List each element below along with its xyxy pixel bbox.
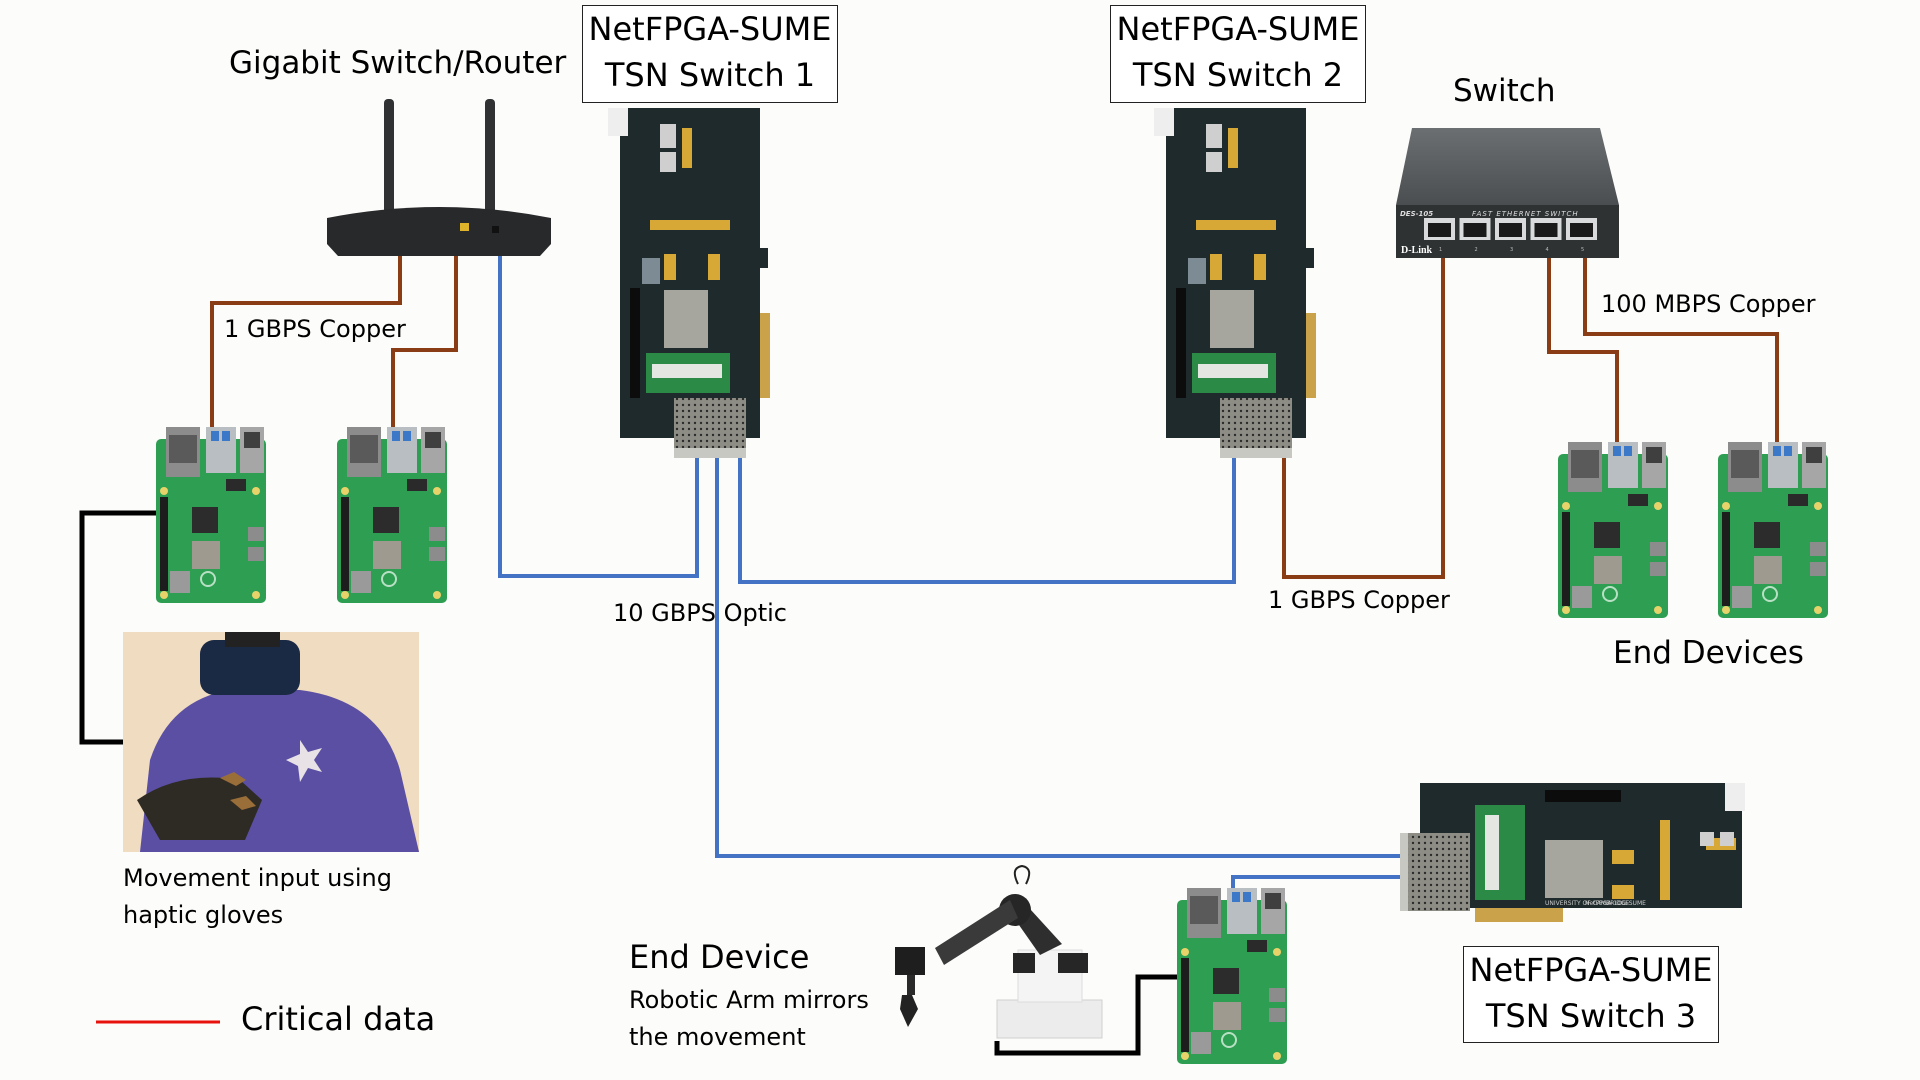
router-device (327, 99, 551, 256)
switch-model-text: DES-105 (1400, 210, 1433, 218)
haptic-caption-line1: Movement input using (123, 864, 392, 892)
optic-link-tsn1-tsn3 (715, 457, 1400, 858)
switch-port-jack (1463, 223, 1487, 237)
raspberry-pi-a (155, 426, 267, 604)
end-device-pi-2 (1717, 441, 1829, 619)
tsn-switch-2-label: NetFPGA-SUME TSN Switch 2 (1110, 5, 1366, 103)
tsn-switch-3-line1: NetFPGA-SUME (1469, 951, 1713, 989)
copper-link-switch-end-1 (1547, 242, 1619, 444)
copper-link-router-pi-b (391, 232, 458, 428)
robotic-arm-image (895, 864, 1103, 1039)
tsn-switch-1-board (608, 108, 770, 458)
haptic-caption-line2: haptic gloves (123, 901, 284, 929)
copper-1g-right-label: 1 GBPS Copper (1268, 586, 1450, 614)
switch-caption-text: FAST ETHERNET SWITCH (1472, 210, 1579, 218)
tsn-switch-2-board (1154, 108, 1316, 458)
control-link-pi-gloves (79, 510, 158, 745)
end-devices-label: End Devices (1613, 635, 1804, 671)
haptic-gloves-photo (123, 632, 419, 852)
copper-1g-left-label: 1 GBPS Copper (224, 315, 406, 343)
board-vendor-text: UNIVERSITY OF CAMBRIDGE (1545, 900, 1629, 907)
switch-title: Switch (1453, 73, 1556, 109)
tsn-switch-3-line2: TSN Switch 3 (1485, 997, 1697, 1035)
end-device-desc-line2: the movement (629, 1023, 806, 1051)
switch-port-number: 5 (1581, 247, 1584, 253)
robot-pi (1176, 887, 1288, 1065)
switch-port-jack (1428, 223, 1451, 237)
tsn-switch-1-line1: NetFPGA-SUME (588, 10, 832, 48)
optic-10g-label: 10 GBPS Optic (613, 599, 787, 627)
copper-link-tsn2-switch (1282, 242, 1445, 579)
switch-port-jack (1570, 223, 1593, 237)
tsn-switch-2-line2: TSN Switch 2 (1132, 56, 1344, 94)
copper-100m-label: 100 MBPS Copper (1601, 290, 1816, 318)
switch-port-number: 3 (1510, 247, 1513, 253)
tsn-switch-1-line2: TSN Switch 1 (604, 56, 816, 94)
switch-port-jack (1534, 223, 1558, 237)
tsn-switch-3-board: UNIVERSITY OF CAMBRIDGE NetFPGA-1OG-SUME (1400, 783, 1745, 922)
end-device-title: End Device (629, 938, 810, 976)
tsn-switch-1-label: NetFPGA-SUME TSN Switch 1 (582, 5, 838, 103)
optic-link-router-tsn1 (498, 240, 699, 578)
haptic-caption: Movement input using haptic gloves (123, 860, 392, 934)
ethernet-switch-device: DES-105 FAST ETHERNET SWITCH D-Link 1 2 3 4… (1396, 128, 1619, 258)
raspberry-pi-b (336, 426, 448, 604)
switch-port-number: 2 (1475, 247, 1478, 253)
tsn-switch-3-label: NetFPGA-SUME TSN Switch 3 (1463, 946, 1719, 1043)
legend-critical-data-label: Critical data (241, 1000, 436, 1038)
copper-link-switch-end-2 (1583, 242, 1779, 444)
end-device-desc-line1: Robotic Arm mirrors (629, 986, 869, 1014)
end-device-pi-1 (1557, 441, 1669, 619)
end-device-desc: Robotic Arm mirrors the movement (629, 982, 869, 1056)
control-link-arm-pi (994, 974, 1177, 1056)
optic-link-tsn1-tsn2 (738, 457, 1236, 584)
switch-port-number: 4 (1546, 247, 1549, 253)
tsn-switch-2-line1: NetFPGA-SUME (1116, 10, 1360, 48)
switch-port-number: 1 (1439, 247, 1442, 253)
optic-link-tsn3-pi (1231, 875, 1400, 892)
switch-port-jack (1499, 223, 1522, 237)
copper-link-router-pi-a (210, 232, 402, 428)
board-model-text: NetFPGA-1OG-SUME (1585, 900, 1646, 907)
switch-brand-text: D-Link (1401, 245, 1433, 256)
router-title: Gigabit Switch/Router (229, 45, 567, 81)
